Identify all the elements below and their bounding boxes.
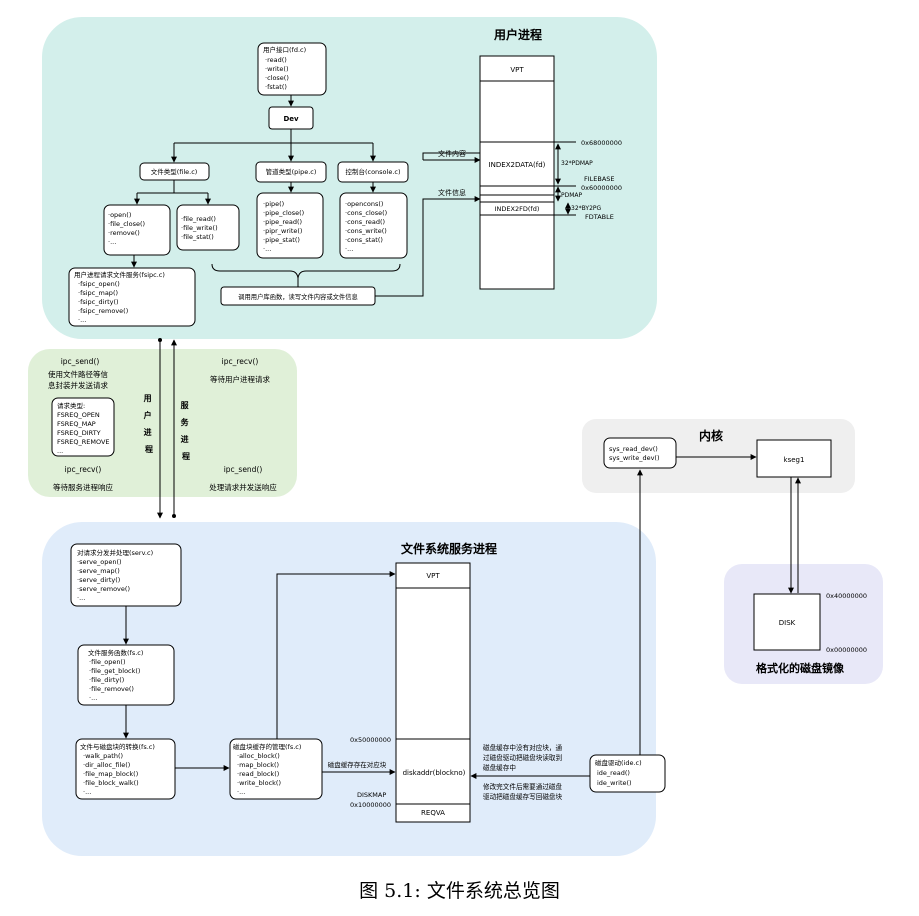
addr-60-label: 0x60000000	[581, 184, 622, 192]
cache-box	[229, 738, 323, 800]
file-ops-a-text: ·open() ·file_close() ·remove() ·...	[108, 211, 147, 246]
console-ops-box	[339, 192, 408, 259]
disk-label: DISK	[779, 619, 796, 627]
lib-call-label: 调用用户库函数，读写文件内容或文件信息	[238, 292, 358, 301]
fsipc-text: 用户进程请求文件服务(fsipc.c) ·fsipc_open() ·fsipc…	[74, 270, 167, 324]
ide-text: 磁盘驱动(ide.c) ide_read() ide_write()	[595, 758, 644, 787]
ipc-recv-left-desc: 等待服务进程响应	[53, 482, 113, 492]
req-types-box	[51, 397, 115, 457]
file-ops-box-a	[103, 204, 171, 256]
file-ops-b-text: ·file_read() ·file_write() ·file_stat()	[181, 215, 220, 241]
fs-server-title: 文件系统服务进程	[401, 541, 497, 556]
index2data-block	[479, 141, 555, 187]
lib-call-to-memory-line	[375, 199, 424, 297]
fs-vpt-label: VPT	[426, 572, 440, 580]
kernel-title: 内核	[699, 428, 723, 443]
index2fd-label: INDEX2FD(fd)	[495, 205, 540, 213]
console-ops-text: ·opencons() ·cons_close() ·cons_read() ·…	[345, 200, 389, 253]
figure-caption: 图 5.1: 文件系统总览图	[359, 880, 560, 902]
disk-box	[753, 593, 821, 651]
pipe-ops-box	[256, 192, 324, 259]
cache-miss-note: 磁盘缓存中没有对应块，通 过磁盘驱动把磁盘块读取到 磁盘缓存中	[483, 743, 564, 772]
kseg1-label: kseg1	[784, 456, 805, 464]
ipc-region	[28, 349, 297, 497]
cache-text: 磁盘块缓存的管理(fs.c) ·alloc_block() ·map_block…	[233, 742, 303, 796]
fd-interface-box	[257, 42, 327, 96]
addr-50-label: 0x50000000	[350, 736, 391, 744]
ipc-send-right-desc: 处理请求并发送响应	[209, 482, 277, 492]
fd-interface-text: 用户接口(fd.c) ·read() ·write() ·close() ·fs…	[263, 45, 308, 91]
user-vpt-label: VPT	[510, 66, 524, 74]
dev-label: Dev	[283, 115, 299, 123]
convert-box	[75, 738, 176, 800]
addr-68-label: 0x68000000	[581, 139, 622, 147]
file-ops-box-b	[176, 204, 240, 251]
fs-server-region	[42, 522, 656, 856]
fsipc-box	[68, 267, 196, 327]
pdmap-label: PDMAP	[561, 192, 583, 199]
ipc-recv-right-desc: 等待用户进程请求	[210, 374, 270, 384]
pipe-type-label: 管道类型(pipe.c)	[266, 167, 317, 176]
fs-funcs-text: 文件服务函数(fs.c) ·file_open() ·file_get_bloc…	[88, 648, 145, 702]
ipc-send-left-desc: 使用文件路径等信 息封装并发送请求	[48, 369, 110, 390]
ipc-recv-left: ipc_recv()	[65, 465, 102, 474]
file-info-arrow	[422, 196, 481, 205]
diskaddr-block	[395, 738, 471, 805]
ipc-recv-right: ipc_recv()	[222, 357, 259, 366]
cache-to-vpt-arrow	[276, 571, 396, 739]
fdtable-label: FDTABLE	[585, 213, 614, 221]
addr-00-label: 0x00000000	[826, 646, 867, 654]
filebase-label: FILEBASE	[584, 175, 615, 183]
req-types-text: 请求类型: FSREQ_OPEN FSREQ_MAP FSREQ_DIRTY F…	[57, 401, 112, 455]
ipc-send-right: ipc_send()	[224, 465, 263, 474]
file-info-label: 文件信息	[438, 188, 466, 197]
disk-image-title: 格式化的磁盘镜像	[756, 661, 845, 675]
server-proc-vertical-label: 服 务 进 程	[181, 401, 192, 461]
reqva-label: REQVA	[421, 809, 445, 817]
file-type-label: 文件类型(file.c)	[151, 167, 198, 176]
sys-dev-text: sys_read_dev() sys_write_dev()	[609, 445, 660, 462]
pdmap-32-label: 32*PDMAP	[561, 160, 593, 167]
user-process-title: 用户进程	[493, 27, 542, 42]
sys-dev-box	[603, 437, 677, 469]
pipe-ops-text: ·pipe() ·pipe_close() ·pipe_read() ·pipr…	[263, 200, 306, 253]
kseg1-box	[756, 439, 832, 478]
convert-text: 文件与磁盘块的转换(fs.c) ·walk_path() ·dir_alloc_…	[80, 742, 157, 796]
index2data-label: INDEX2DATA(fd)	[489, 161, 546, 169]
index2fd-block	[479, 201, 555, 216]
serv-text: 对请求分发并处理(serv.c) ·serve_open() ·serve_ma…	[77, 548, 155, 602]
console-type-label: 控制台(console.c)	[345, 167, 400, 176]
cache-note: 磁盘缓存存在对应块	[328, 760, 387, 769]
addr-10-label: 0x10000000	[350, 801, 391, 809]
addr-40-label: 0x40000000	[826, 592, 867, 600]
ide-box	[589, 754, 666, 793]
file-content-label: 文件内容	[438, 149, 466, 158]
bytpg-label: 32*BY2PG	[571, 205, 602, 212]
ipc-send-left: ipc_send()	[61, 357, 100, 366]
diskaddr-label: diskaddr(blockno)	[403, 769, 466, 777]
write-back-note: 修改完文件后需要通过磁盘 驱动把磁盘缓存写回磁盘块	[483, 782, 564, 801]
user-proc-vertical-label: 用 户 进 程	[143, 394, 155, 454]
diskmap-label: DISKMAP	[357, 791, 386, 799]
